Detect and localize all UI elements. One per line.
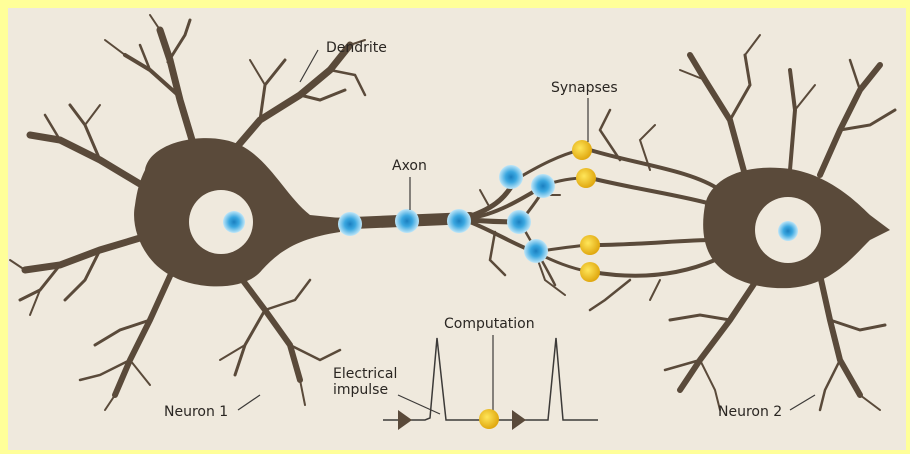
electrical-impulse-leader: [398, 395, 440, 414]
electrical-impulse-label: Electrical impulse: [333, 366, 397, 398]
impulse-arrow-1: [398, 410, 412, 430]
neuron-1-leader: [238, 395, 260, 410]
signal-dot: [524, 239, 548, 263]
signal-dot: [447, 209, 471, 233]
synapse-dot: [572, 140, 592, 160]
dendrite-leader: [300, 50, 318, 82]
neuron-2-leader: [790, 395, 815, 410]
axon-label: Axon: [392, 158, 427, 174]
synapses-label: Synapses: [551, 80, 618, 96]
impulse-signal-line: [383, 338, 598, 420]
synapse-dots: [572, 140, 600, 282]
neuron-1-nucleolus: [223, 211, 245, 233]
synapse-dot: [576, 168, 596, 188]
neuron-2-nucleolus: [778, 221, 798, 241]
neuron-1-label: Neuron 1: [164, 404, 228, 420]
neuron-1: [10, 15, 590, 410]
neuron-2-label: Neuron 2: [718, 404, 782, 420]
impulse-arrow-2: [512, 410, 526, 430]
synapse-dot: [580, 235, 600, 255]
synapse-dot: [580, 262, 600, 282]
impulse-waveform: [383, 338, 598, 430]
neuron-2: [590, 35, 895, 410]
signal-dot: [338, 212, 362, 236]
signal-dot: [499, 165, 523, 189]
computation-label: Computation: [444, 316, 535, 332]
computation-dot: [479, 409, 499, 429]
signal-dot: [507, 210, 531, 234]
signal-dot: [395, 209, 419, 233]
signal-dot: [531, 174, 555, 198]
dendrite-label: Dendrite: [326, 40, 387, 56]
